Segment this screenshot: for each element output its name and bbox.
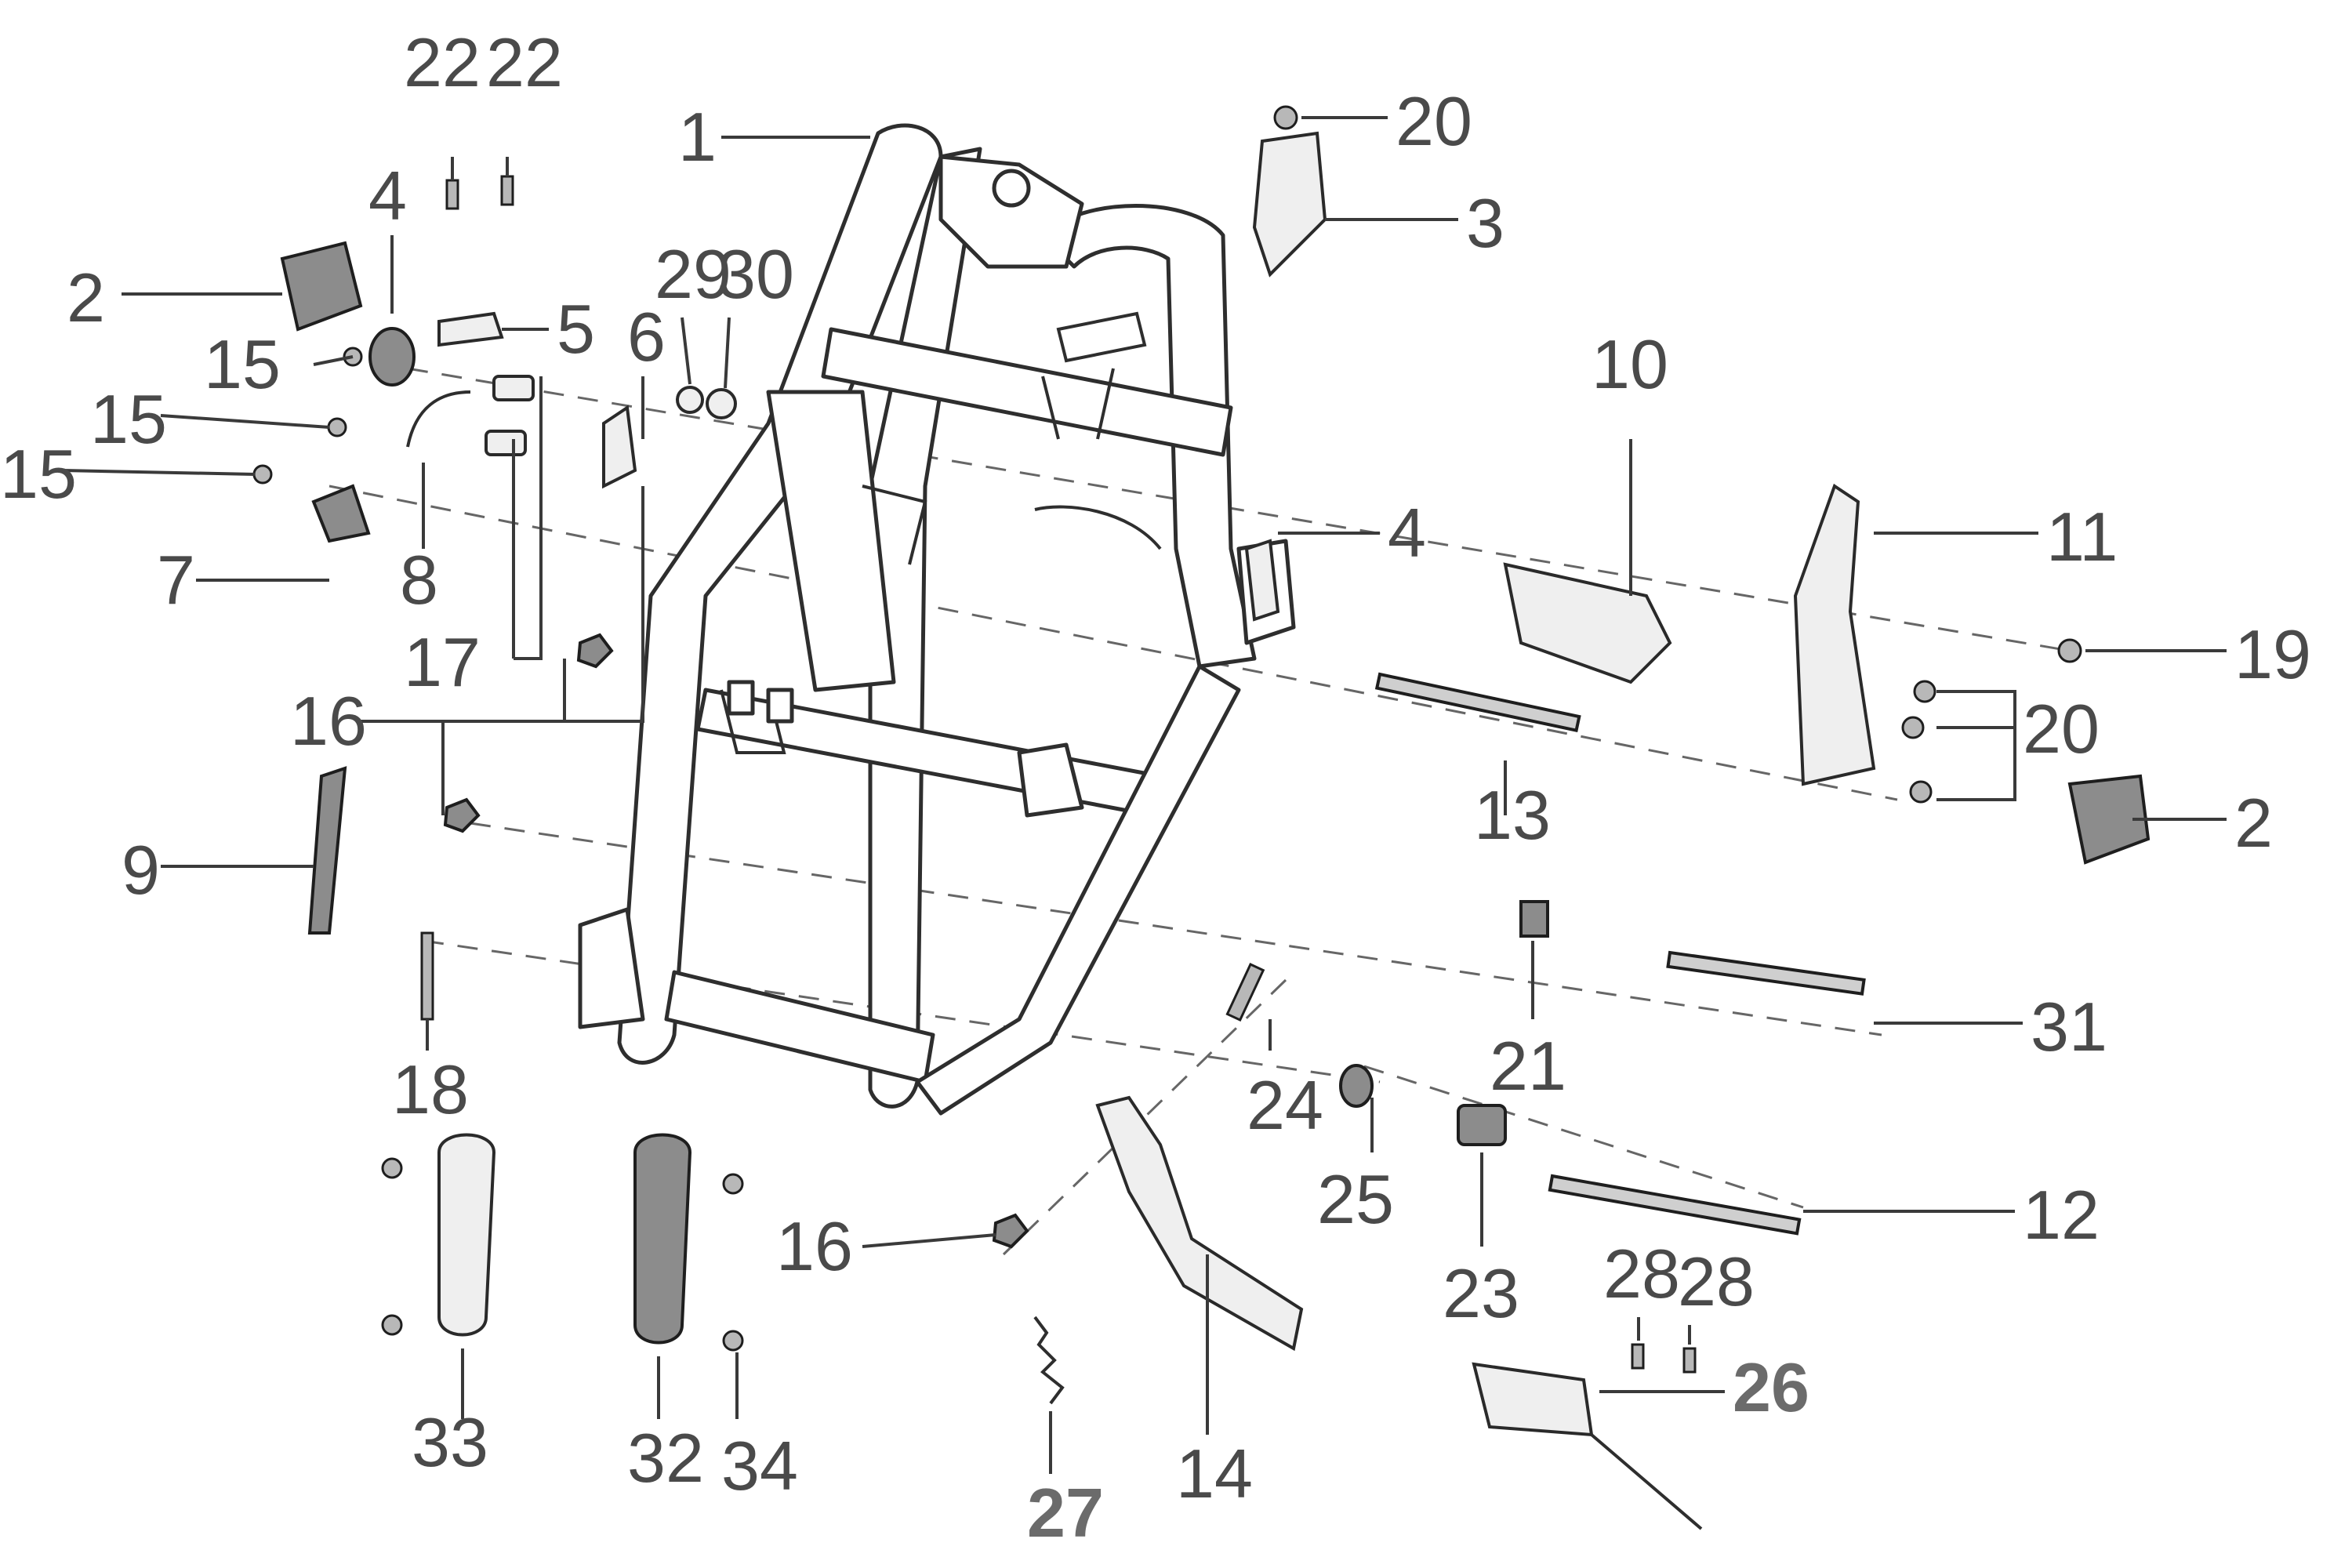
- callout-34: 34: [721, 1427, 798, 1504]
- part-20-bolt-c: [1901, 716, 1925, 739]
- callout-9: 9: [122, 831, 160, 909]
- callout-26: 26: [1733, 1348, 1809, 1426]
- callout-16-lower: 16: [776, 1207, 853, 1285]
- callout-6: 6: [627, 298, 666, 376]
- callout-33: 33: [412, 1403, 488, 1481]
- part-5-plate: [437, 311, 504, 347]
- callout-17: 17: [404, 623, 481, 701]
- part-17-bolt-a: [492, 375, 535, 401]
- callout-29: 29: [655, 235, 731, 313]
- part-20-bolt-b: [1913, 680, 1936, 703]
- callout-20-right: 20: [2023, 690, 2100, 768]
- part-33-screw-b: [381, 1314, 403, 1336]
- callout-12: 12: [2023, 1176, 2100, 1254]
- part-17-bolt-b: [485, 430, 527, 456]
- callout-15-mid: 15: [90, 380, 167, 458]
- callout-16-left: 16: [290, 682, 367, 760]
- part-16-nut-c: [992, 1213, 1029, 1249]
- part-6-bracket: [602, 405, 637, 489]
- part-9-strip: [307, 766, 347, 935]
- callout-32: 32: [627, 1419, 704, 1497]
- part-26-cable: [1590, 1433, 1703, 1530]
- callout-8: 8: [400, 541, 438, 619]
- part-15-screw-b: [327, 417, 347, 437]
- part-16-nut-b: [443, 797, 481, 833]
- callout-24: 24: [1247, 1066, 1323, 1144]
- callout-14: 14: [1176, 1435, 1253, 1512]
- part-32-bracket: [633, 1133, 692, 1345]
- parts: [252, 105, 2151, 1530]
- part-31-bolt: [1666, 950, 1866, 996]
- callout-18: 18: [392, 1051, 469, 1128]
- part-2-cap-right: [2067, 774, 2151, 865]
- part-22-screw-b: [500, 175, 514, 206]
- callout-21: 21: [1490, 1027, 1566, 1105]
- part-30-washer: [706, 388, 737, 419]
- callout-31: 31: [2031, 988, 2107, 1065]
- part-15-screw-c: [252, 464, 273, 485]
- callout-5: 5: [557, 290, 595, 368]
- part-3-clamp: [1252, 131, 1327, 278]
- part-22-screw-a: [445, 179, 459, 210]
- part-29-washer: [676, 386, 704, 414]
- callout-4-right: 4: [1388, 494, 1426, 572]
- callout-4-left: 4: [368, 157, 407, 234]
- part-34-screw-a: [722, 1173, 744, 1195]
- callout-19: 19: [2234, 615, 2311, 693]
- callout-10: 10: [1592, 325, 1668, 403]
- callout-23: 23: [1443, 1254, 1519, 1332]
- callout-28-left: 28: [1603, 1235, 1680, 1312]
- part-13-bolt: [1374, 672, 1581, 733]
- part-23-bushing: [1457, 1104, 1507, 1146]
- part-28-screw-a: [1631, 1343, 1645, 1370]
- leader-lines: [62, 116, 2227, 1474]
- part-27-spring: [1033, 1316, 1065, 1405]
- part-18-pin: [420, 931, 434, 1021]
- callout-15-top: 15: [204, 325, 281, 403]
- part-8-hose: [406, 390, 471, 448]
- part-20-bolt-a: [1273, 105, 1298, 130]
- part-33-bracket: [437, 1133, 496, 1337]
- callout-22-right: 22: [486, 24, 563, 101]
- callout-27: 27: [1027, 1474, 1104, 1552]
- main-frame: [578, 123, 1296, 1116]
- part-7-clip: [311, 484, 371, 543]
- part-20-bolt-d: [1909, 780, 1933, 804]
- part-16-nut-a: [576, 633, 614, 669]
- callout-labels: 1 2 2 3 4 4 5 6 7 8 9 10 11 12 13 14 15 …: [0, 24, 2311, 1552]
- callout-30: 30: [717, 235, 794, 313]
- part-10-tray: [1503, 562, 1672, 684]
- part-34-screw-b: [722, 1330, 744, 1352]
- part-28-screw-b: [1682, 1347, 1697, 1374]
- callout-11: 11: [2046, 498, 2118, 575]
- part-21-spacer: [1519, 900, 1549, 938]
- part-4-bracket-right: [1244, 539, 1280, 622]
- part-19-bolt: [2057, 638, 2082, 663]
- callout-2-left: 2: [67, 259, 105, 336]
- callout-22-left: 22: [404, 24, 481, 101]
- callout-15-bottom: 15: [0, 435, 77, 513]
- callout-1: 1: [678, 98, 717, 176]
- callout-13: 13: [1474, 776, 1551, 854]
- callout-7: 7: [157, 541, 195, 619]
- part-4-knob-left: [368, 327, 416, 387]
- part-2-cap-left: [280, 241, 363, 332]
- part-25-washer: [1339, 1064, 1374, 1108]
- part-11-bracket: [1793, 483, 1876, 786]
- callout-3: 3: [1466, 184, 1504, 262]
- part-14-side-stand: [1095, 1095, 1304, 1352]
- callout-20-top: 20: [1396, 82, 1472, 160]
- part-24-stud: [1225, 963, 1265, 1022]
- part-26-sensor: [1472, 1362, 1594, 1437]
- callout-28-right: 28: [1678, 1243, 1755, 1320]
- callout-25: 25: [1317, 1160, 1394, 1238]
- part-12-bolt: [1548, 1174, 1802, 1236]
- part-33-screw-a: [381, 1157, 403, 1179]
- callout-2-right: 2: [2234, 784, 2273, 862]
